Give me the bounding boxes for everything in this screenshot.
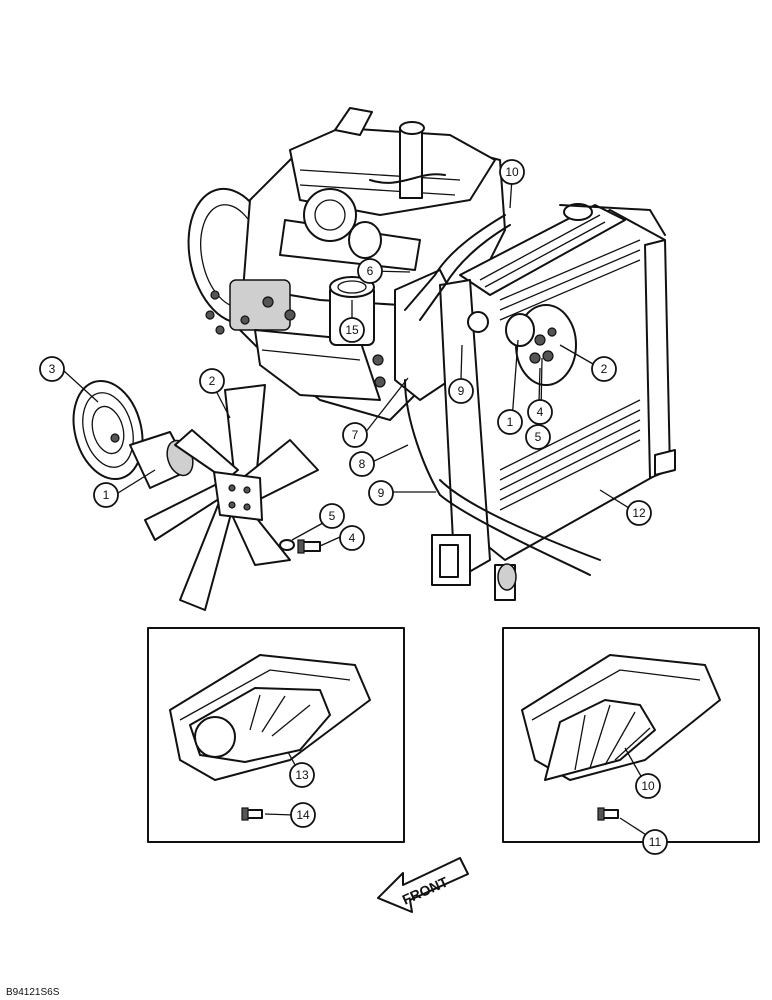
callout-engine-pulley: 3	[39, 356, 65, 382]
svg-text:2: 2	[209, 374, 216, 388]
callout-air-filter: 15	[339, 317, 365, 343]
svg-text:1: 1	[507, 415, 514, 429]
fan-assembly	[72, 379, 321, 611]
radiator	[404, 203, 676, 601]
callout-fan-washer-at-radiator: 5	[525, 424, 551, 450]
inset-left	[147, 627, 405, 843]
svg-text:5: 5	[535, 430, 542, 444]
svg-text:8: 8	[359, 457, 366, 471]
callout-inset-right-shroud: 10	[635, 773, 661, 799]
svg-text:4: 4	[537, 405, 544, 419]
callout-fan-at-radiator: 2	[591, 356, 617, 382]
callout-engine-bracket-lower: 9	[368, 480, 394, 506]
svg-text:2: 2	[601, 362, 608, 376]
svg-text:10: 10	[505, 165, 519, 179]
svg-text:1: 1	[103, 488, 110, 502]
svg-text:12: 12	[632, 506, 646, 520]
svg-text:9: 9	[458, 384, 465, 398]
svg-text:10: 10	[641, 779, 655, 793]
callout-engine-fan-spacer: 1	[93, 482, 119, 508]
svg-text:3: 3	[49, 362, 56, 376]
front-direction-arrow: FRONT	[377, 857, 469, 913]
callout-engine-hose: 6	[357, 258, 383, 284]
svg-text:9: 9	[378, 486, 385, 500]
callout-inset-left-bolt: 14	[290, 802, 316, 828]
callout-fan-bolt-at-radiator: 4	[527, 399, 553, 425]
callout-engine-washer: 5	[319, 503, 345, 529]
callout-radiator-assembly: 12	[626, 500, 652, 526]
svg-text:14: 14	[296, 808, 310, 822]
reference-code: B94121S6S	[6, 987, 60, 998]
callout-inset-right-bolt: 11	[642, 829, 668, 855]
callout-inset-left-shroud: 13	[289, 762, 315, 788]
svg-text:4: 4	[349, 531, 356, 545]
callout-engine-bolt: 4	[339, 525, 365, 551]
callout-engine-tube: 8	[349, 451, 375, 477]
callout-engine-bracket-upper: 9	[448, 378, 474, 404]
callout-engine-clamp: 7	[342, 422, 368, 448]
callout-radiator-shroud-top: 10	[499, 159, 525, 185]
svg-text:5: 5	[329, 509, 336, 523]
inset-right	[502, 627, 760, 843]
svg-text:7: 7	[352, 428, 359, 442]
svg-text:15: 15	[345, 323, 359, 337]
svg-text:13: 13	[295, 768, 309, 782]
svg-text:11: 11	[649, 835, 662, 849]
callout-engine-fan: 2	[199, 368, 225, 394]
svg-text:6: 6	[367, 264, 374, 278]
callout-fan-spacer-at-radiator: 1	[497, 409, 523, 435]
